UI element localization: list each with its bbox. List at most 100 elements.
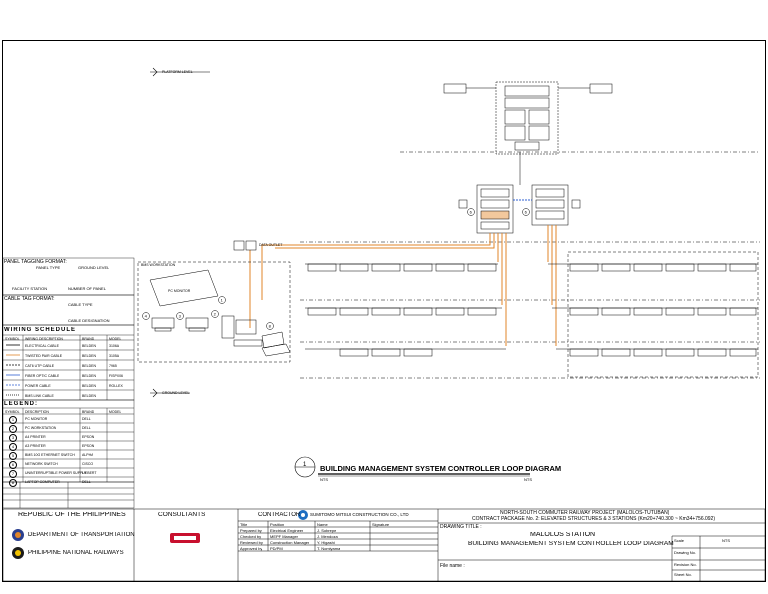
legend-cell: DELL <box>82 480 91 484</box>
consultants-label: CONSULTANTS <box>158 512 206 518</box>
pnr-logo <box>12 547 24 559</box>
signature-cell: MEPF Manager <box>270 534 299 539</box>
title-block-frame <box>2 508 766 582</box>
legend-bubbles-room: 4 3 2 1 8 <box>142 296 274 330</box>
signature-cell: J. Mendoza <box>317 534 338 539</box>
legend-header-cell: DESCRIPTION <box>25 410 49 414</box>
drawing-title: 1 BUILDING MANAGEMENT SYSTEM CONTROLLER … <box>294 456 561 482</box>
svg-text:1: 1 <box>221 298 224 303</box>
left-tables <box>2 257 135 509</box>
bms-room-label: BMS WORKSTATION <box>141 263 176 267</box>
wiring-cell: BMS LINK CABLE <box>25 394 54 398</box>
dotr-logo <box>12 529 24 541</box>
wiring-symbols <box>6 344 20 396</box>
legend-cell: UNINTERRUPTIBLE POWER SUPPLY <box>25 471 87 475</box>
revision-no-label: Revision No. <box>674 562 697 567</box>
drawing-no-label: Drawing No. <box>674 550 697 555</box>
legend-symbol: 2 <box>9 425 17 433</box>
project-name: NORTH-SOUTH COMMUTER RAILWAY PROJECT (MA… <box>500 510 670 516</box>
cable-format-title: CABLE TAG FORMAT: <box>4 296 55 302</box>
svg-text:8: 8 <box>269 324 272 329</box>
legend-symbol: 1 <box>9 416 17 424</box>
wiring-cell: 3105A <box>109 354 120 358</box>
svg-text:3: 3 <box>179 314 182 319</box>
station-name: MALOLOS STATION <box>530 532 596 538</box>
cable-designation-label: CABLE DESIGNATION <box>68 318 110 323</box>
signature-header-cell: Signature <box>372 522 390 527</box>
contractor-label: CONTRACTOR <box>258 512 301 518</box>
wiring-header-cell: SYMBOL <box>5 337 20 341</box>
legend-cell: LAPTOP COMPUTER <box>25 480 60 484</box>
signature-cell: T. Nomiyama <box>317 546 341 551</box>
signature-cell: Reviewed by <box>240 540 263 545</box>
orange-cable-runs <box>249 225 557 346</box>
wiring-cell: BELDEN <box>82 374 97 378</box>
network-cabinet-right: 6 <box>458 184 581 226</box>
file-name-label: File name : <box>440 563 465 569</box>
wiring-cell: POWER CABLE <box>25 384 51 388</box>
wiring-cell: FIBER OPTIC CABLE <box>25 374 60 378</box>
drawing-scale-left: NTS <box>320 477 328 482</box>
a4-printer-icon <box>185 317 209 332</box>
ground-level-label: GROUND LEVEL <box>162 391 189 395</box>
data-outlet: DATA OUTLET <box>233 240 283 251</box>
pc-workstation-icon <box>221 315 263 347</box>
wiring-cell: FISPX06 <box>109 374 124 378</box>
legend-cell: NETWORK SWITCH <box>25 462 58 466</box>
scale-label: Scale <box>674 538 685 543</box>
wiring-header-cell: WIRING DESCRIPTION <box>25 337 63 341</box>
signature-header-cell: Name <box>317 522 328 527</box>
legend-header-cell: SYMBOL <box>5 410 20 414</box>
svg-text:2: 2 <box>214 312 217 317</box>
sheet-no-label: Sheet No. <box>674 572 692 577</box>
legend-cell: EPSON <box>82 435 95 439</box>
contractor-name: SUMITOMO MITSUI CONSTRUCTION CO., LTD <box>310 512 409 517</box>
wiring-cell: BELDEN <box>82 354 97 358</box>
drawing-bubble-number: 1 <box>303 462 307 468</box>
legend-title: LEGEND: <box>4 401 38 407</box>
legend-cell: A4 PRINTER <box>25 435 46 439</box>
facility-station-label: FACILITY STATION <box>12 286 48 291</box>
legend-cell: LIEBERT <box>82 471 97 475</box>
data-outlet-label: DATA OUTLET <box>259 243 283 247</box>
legend-cell: A3 PRINTER <box>25 444 46 448</box>
legend-cell: DELL <box>82 417 91 421</box>
wiring-cell: 7965 <box>109 364 117 368</box>
legend-cell: BMS 10G ETHERNET SWITCH <box>25 453 75 457</box>
legend-symbol: 8 <box>9 479 17 487</box>
pnr-label: PHILIPPINE NATIONAL RAILWAYS <box>28 550 124 556</box>
legend-symbol: 6 <box>9 461 17 469</box>
panel-type-label: PANEL TYPE <box>36 265 61 270</box>
svg-text:6: 6 <box>525 210 528 215</box>
floor-divider-lines <box>300 151 760 379</box>
platform-level-marker: PLATFORM LEVEL <box>150 67 210 77</box>
legend-cell: EPSON <box>82 444 95 448</box>
laptop-icon <box>261 331 291 357</box>
wiring-cell: ELECTRICAL CABLE <box>25 344 59 348</box>
wiring-cell: ROLLEX <box>109 384 123 388</box>
wiring-schedule-title: WIRING SCHEDULE <box>4 327 76 333</box>
wiring-cell: BELDEN <box>82 384 97 388</box>
signature-cell: PD/PM <box>270 546 283 551</box>
wiring-header-cell: BRAND <box>82 337 95 341</box>
drawing-title-label: DRAWING TITLE : <box>440 524 482 530</box>
signature-header-cell: Position <box>270 522 285 527</box>
wiring-cell: BELDEN <box>82 394 97 398</box>
bms-room: BMS WORKSTATION PC MONITOR 4 3 2 1 8 <box>137 261 291 363</box>
number-panel-label: NUMBER OF PANEL <box>68 286 106 291</box>
wiring-cell: CAT6 UTP CABLE <box>25 364 55 368</box>
signature-cell: Construction Manager <box>270 540 310 545</box>
network-cabinet-left: 6 <box>467 184 514 234</box>
signature-cell: Y. Higashi <box>317 540 335 545</box>
legend-symbol: 7 <box>9 470 17 478</box>
ground-level-tag-label: GROUND LEVEL <box>78 265 110 270</box>
controller-rows-right <box>548 251 759 378</box>
legend-cell: PC WORKSTATION <box>25 426 57 430</box>
upper-panel-block <box>443 81 613 155</box>
legend-cell: PC MONITOR <box>25 417 48 421</box>
signature-cell: Electrical Engineer <box>270 528 304 533</box>
ground-level-marker: GROUND LEVEL <box>150 388 190 398</box>
legend-symbol: 4 <box>9 443 17 451</box>
scale-value: NTS <box>722 538 730 543</box>
